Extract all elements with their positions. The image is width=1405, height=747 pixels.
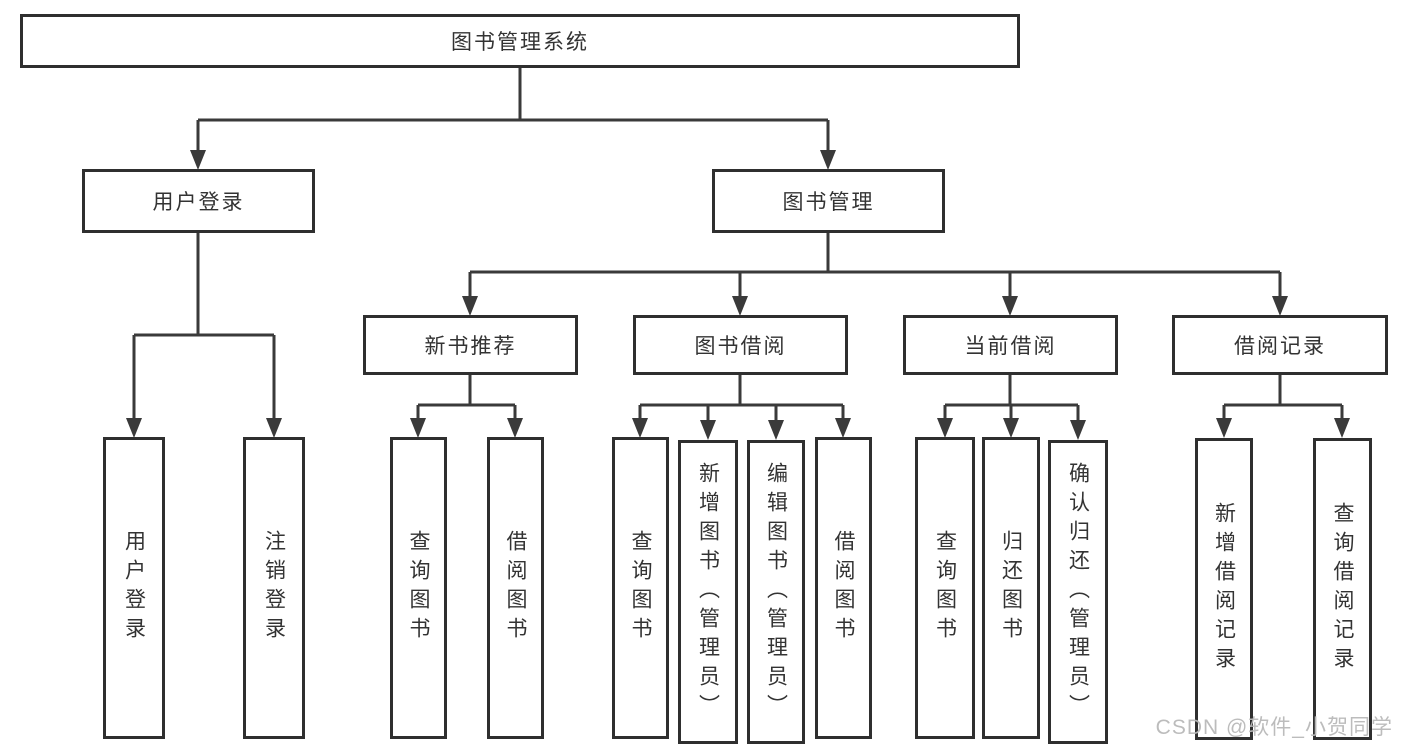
- node-new-book-recommend-label: 新书推荐: [424, 335, 517, 358]
- node-book-management-label: 图书管理: [782, 191, 875, 214]
- leaf-br-query-record: 查询借阅记录: [1313, 438, 1372, 740]
- leaf-bb-edit-books-admin-label: 编辑图书（管理员）: [764, 461, 788, 723]
- leaf-cb-confirm-return-admin: 确认归还（管理员）: [1048, 440, 1108, 744]
- leaf-bb-edit-books-admin: 编辑图书（管理员）: [747, 440, 805, 744]
- edge-user-login-rail: [132, 233, 276, 420]
- leaf-logout-label: 注销登录: [262, 530, 286, 646]
- leaf-bb-query-books: 查询图书: [612, 437, 669, 739]
- leaf-br-add-record-label: 新增借阅记录: [1212, 502, 1236, 676]
- leaf-bb-borrow-books: 借阅图书: [815, 437, 872, 739]
- leaf-bb-borrow-books-label: 借阅图书: [832, 530, 855, 646]
- node-library-system-label: 图书管理系统: [451, 31, 589, 54]
- leaf-nb-borrow-books: 借阅图书: [487, 437, 544, 739]
- leaf-bb-add-books-admin: 新增图书（管理员）: [678, 440, 738, 744]
- leaf-br-query-record-label: 查询借阅记录: [1331, 502, 1354, 676]
- edge-current-borrow-rail: [943, 375, 1080, 420]
- csdn-watermark: CSDN @软件_小贺同学: [1155, 716, 1393, 739]
- leaf-logout: 注销登录: [243, 437, 305, 739]
- leaf-nb-query-books-label: 查询图书: [407, 530, 430, 646]
- node-book-borrow: 图书借阅: [633, 315, 848, 375]
- node-borrow-records-label: 借阅记录: [1234, 335, 1326, 358]
- node-book-borrow-label: 图书借阅: [694, 335, 787, 358]
- node-library-system: 图书管理系统: [20, 14, 1020, 68]
- node-new-book-recommend: 新书推荐: [363, 315, 578, 375]
- leaf-bb-query-books-label: 查询图书: [629, 530, 652, 646]
- leaf-cb-return-books-label: 归还图书: [999, 530, 1023, 646]
- leaf-user-login-label: 用户登录: [122, 530, 146, 646]
- leaf-cb-confirm-return-admin-label: 确认归还（管理员）: [1066, 461, 1090, 723]
- leaf-cb-query-books-label: 查询图书: [933, 530, 957, 646]
- leaf-cb-return-books: 归还图书: [982, 437, 1040, 739]
- node-current-borrow: 当前借阅: [903, 315, 1118, 375]
- node-user-login-label: 用户登录: [152, 191, 245, 214]
- leaf-nb-borrow-books-label: 借阅图书: [504, 530, 527, 646]
- edge-book-borrow-rail: [638, 375, 845, 420]
- edge-new-book-rail: [416, 375, 517, 420]
- edge-borrow-records-rail: [1222, 375, 1344, 420]
- leaf-bb-add-books-admin-label: 新增图书（管理员）: [696, 461, 720, 723]
- leaf-user-login: 用户登录: [103, 437, 165, 739]
- node-user-login: 用户登录: [82, 169, 315, 233]
- edge-root-rail: [196, 68, 830, 152]
- edge-book-mgmt-rail: [468, 233, 1282, 298]
- node-book-management: 图书管理: [712, 169, 945, 233]
- leaf-nb-query-books: 查询图书: [390, 437, 447, 739]
- leaf-br-add-record: 新增借阅记录: [1195, 438, 1253, 740]
- node-current-borrow-label: 当前借阅: [964, 335, 1057, 358]
- node-borrow-records: 借阅记录: [1172, 315, 1388, 375]
- leaf-cb-query-books: 查询图书: [915, 437, 975, 739]
